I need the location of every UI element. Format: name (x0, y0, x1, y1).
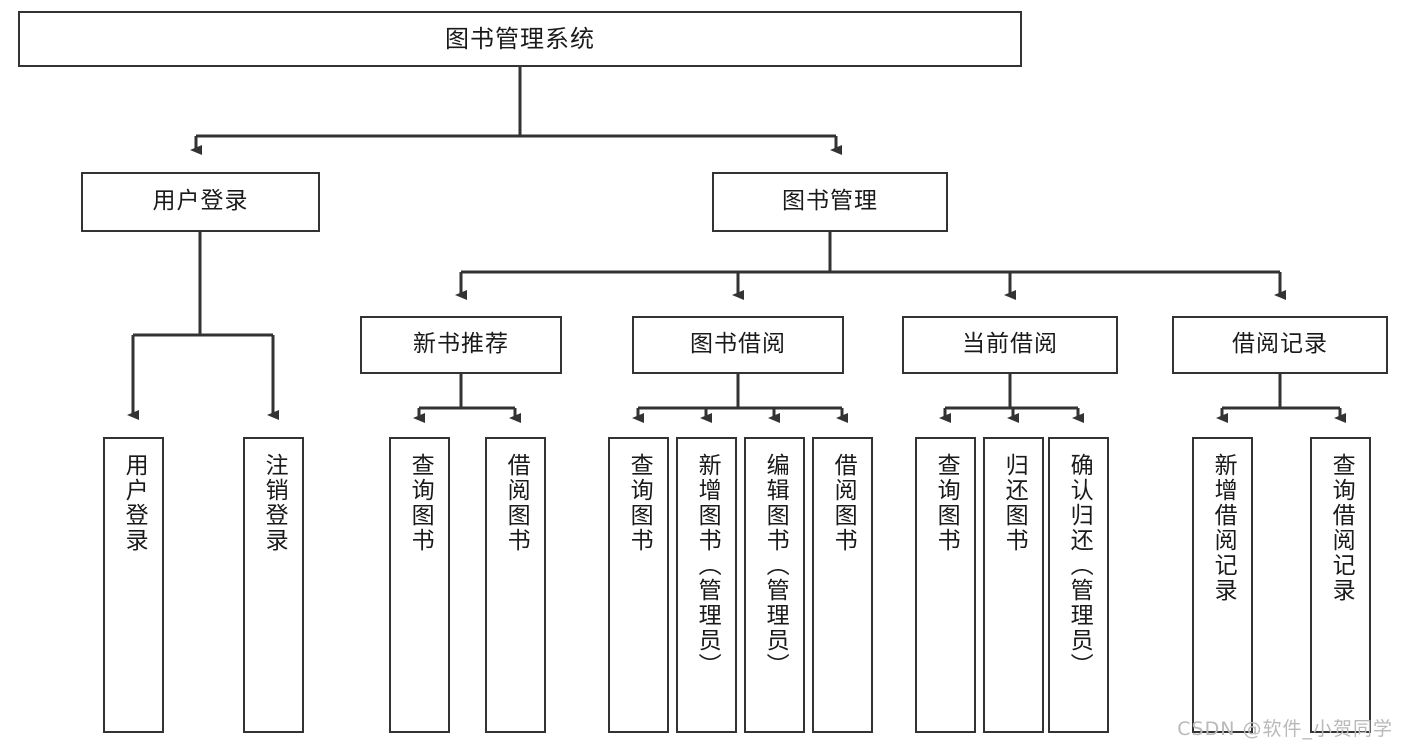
node-leaf-query-book-2[interactable]: 查询图书 (608, 437, 669, 733)
node-leaf-user-login[interactable]: 用户登录 (103, 437, 164, 733)
node-leaf-edit-book-admin-label: 编辑图书（管理员） (762, 453, 789, 678)
node-new-book-recommend[interactable]: 新书推荐 (360, 316, 562, 374)
node-borrow-record[interactable]: 借阅记录 (1172, 316, 1388, 374)
node-leaf-borrow-book-2[interactable]: 借阅图书 (812, 437, 873, 733)
node-leaf-user-logout[interactable]: 注销登录 (243, 437, 304, 733)
node-book-manage-label: 图书管理 (782, 188, 878, 215)
node-leaf-query-book-1-label: 查询图书 (407, 453, 434, 553)
node-leaf-add-borrow-record-label: 新增借阅记录 (1210, 453, 1237, 603)
node-leaf-borrow-book-1-label: 借阅图书 (503, 453, 530, 553)
node-leaf-add-book-admin[interactable]: 新增图书（管理员） (676, 437, 737, 733)
node-leaf-return-book[interactable]: 归还图书 (983, 437, 1044, 733)
node-current-borrow[interactable]: 当前借阅 (902, 316, 1118, 374)
node-book-borrow[interactable]: 图书借阅 (632, 316, 844, 374)
node-leaf-edit-book-admin[interactable]: 编辑图书（管理员） (744, 437, 805, 733)
node-root[interactable]: 图书管理系统 (18, 11, 1022, 67)
node-leaf-query-book-3-label: 查询图书 (933, 453, 960, 553)
node-leaf-query-borrow-record[interactable]: 查询借阅记录 (1310, 437, 1371, 733)
node-user-login-label: 用户登录 (152, 188, 249, 215)
node-leaf-return-book-label: 归还图书 (1001, 453, 1028, 553)
node-leaf-add-borrow-record[interactable]: 新增借阅记录 (1192, 437, 1253, 733)
node-current-borrow-label: 当前借阅 (962, 331, 1058, 358)
node-borrow-record-label: 借阅记录 (1232, 331, 1328, 358)
node-leaf-query-borrow-record-label: 查询借阅记录 (1328, 453, 1355, 603)
node-leaf-confirm-return-admin-label: 确认归还（管理员） (1066, 453, 1093, 678)
node-leaf-add-book-admin-label: 新增图书（管理员） (694, 453, 721, 678)
node-leaf-confirm-return-admin[interactable]: 确认归还（管理员） (1048, 437, 1109, 733)
node-leaf-query-book-1[interactable]: 查询图书 (389, 437, 450, 733)
node-leaf-user-login-label: 用户登录 (121, 453, 148, 553)
node-leaf-borrow-book-2-label: 借阅图书 (830, 453, 857, 553)
node-book-borrow-label: 图书借阅 (690, 331, 786, 358)
node-leaf-user-logout-label: 注销登录 (261, 453, 288, 553)
node-book-manage[interactable]: 图书管理 (712, 172, 948, 232)
watermark: CSDN @软件_小贺同学 (1177, 718, 1393, 740)
node-leaf-query-book-3[interactable]: 查询图书 (915, 437, 976, 733)
node-new-book-recommend-label: 新书推荐 (413, 331, 509, 358)
node-leaf-borrow-book-1[interactable]: 借阅图书 (485, 437, 546, 733)
node-leaf-query-book-2-label: 查询图书 (626, 453, 653, 553)
node-user-login[interactable]: 用户登录 (81, 172, 320, 232)
node-root-label: 图书管理系统 (445, 24, 595, 53)
